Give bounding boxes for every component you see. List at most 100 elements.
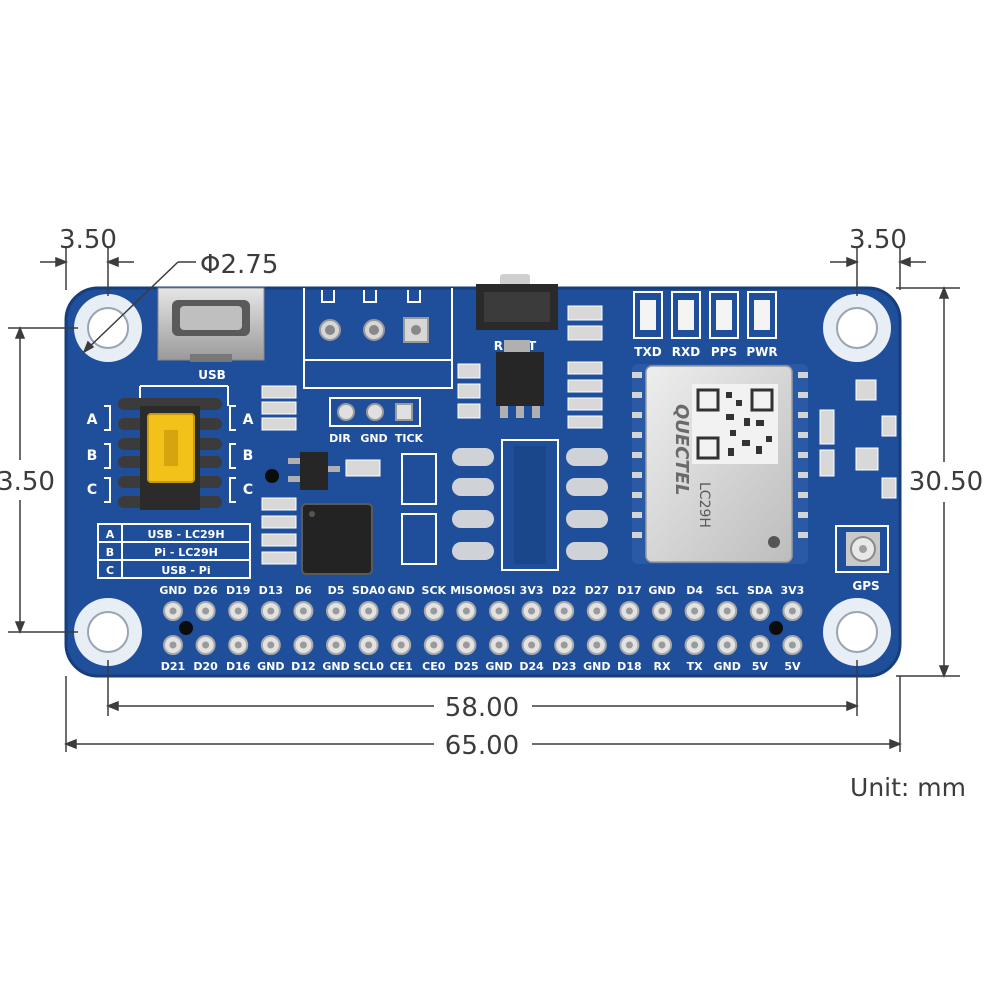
gpio-pin-hole [202, 641, 210, 649]
gpio-pin-hole [397, 641, 405, 649]
qr-code-icon [692, 384, 778, 464]
pin-label-top: 3V3 [780, 584, 804, 597]
micro-usb-connector [157, 287, 265, 362]
mounting-hole-top-right [823, 294, 891, 362]
gpio-pin-hole [788, 641, 796, 649]
led-label-txd: TXD [634, 345, 661, 359]
tick-header [329, 397, 421, 427]
tick-header-label-tick: TICK [395, 432, 424, 445]
pin-label-bottom: D20 [193, 660, 218, 673]
terminal-block-outline [303, 288, 453, 389]
rf-pads [452, 448, 608, 560]
jumper-right-b: B [243, 448, 254, 464]
gpio-pin-hole [723, 607, 731, 615]
gpio-pin-hole [560, 641, 568, 649]
jumper-table [97, 523, 251, 579]
pin-label-bottom: D21 [161, 660, 185, 673]
gpio-pin-hole [528, 607, 536, 615]
pin-label-bottom: D18 [617, 660, 641, 673]
dim-overall-width: 65.00 [445, 731, 519, 761]
pin-label-bottom: GND [583, 660, 610, 673]
led-label-rxd: RXD [672, 345, 700, 359]
jumper-table-value-b: Pi - LC29H [154, 546, 218, 559]
tick-header-label-dir: DIR [329, 432, 351, 445]
gpio-pin-hole [365, 641, 373, 649]
pin-label-top: D17 [617, 584, 641, 597]
soic-chips [401, 453, 437, 565]
pin-label-bottom: D16 [226, 660, 251, 673]
module-model: LC29H [696, 482, 712, 528]
fiducial-mark-left [179, 621, 193, 635]
pin-label-bottom: D24 [519, 660, 544, 673]
antenna-outline [501, 439, 559, 571]
pin-label-bottom: SCL0 [353, 660, 384, 673]
fiducial-mark-right [769, 621, 783, 635]
pin-label-top: D6 [295, 584, 312, 597]
dim-hole-diameter: Φ2.75 [200, 250, 278, 280]
gpio-pin-hole [625, 607, 633, 615]
gpio-pin-hole [430, 607, 438, 615]
jumper-left-b: B [87, 448, 98, 464]
pin-label-top: GND [159, 584, 186, 597]
pin-label-top: D22 [552, 584, 576, 597]
gpio-pin-hole [299, 641, 307, 649]
pin-label-bottom: TX [687, 660, 704, 673]
gpio-pin-hole [691, 641, 699, 649]
dim-left-vertical: 3.50 [0, 467, 55, 497]
pin-label-bottom: GND [257, 660, 284, 673]
pin-label-top: D26 [193, 584, 218, 597]
gpio-pin-hole [495, 607, 503, 615]
gpio-pin-hole [462, 607, 470, 615]
mounting-hole-bottom-right [823, 598, 891, 666]
dim-right-vertical: 30.50 [909, 467, 983, 497]
pin-label-top: MOSI [483, 584, 515, 597]
gpio-pin-hole [267, 641, 275, 649]
gpio-pin-hole [332, 607, 340, 615]
smd-components [261, 305, 897, 565]
jumper-table-key-a: A [106, 528, 115, 541]
gpio-pin-hole [495, 641, 503, 649]
pin-label-top: SDA0 [352, 584, 386, 597]
voltage-regulator [496, 340, 544, 418]
gpio-pin-hole [365, 607, 373, 615]
dim-hole-spacing: 58.00 [445, 693, 519, 723]
gnss-module: QUECTEL LC29H [632, 364, 808, 564]
status-leds [633, 291, 777, 339]
pin-label-top: D27 [585, 584, 609, 597]
gpio-pin-hole [625, 641, 633, 649]
gpio-pin-hole [430, 641, 438, 649]
gpio-pin-hole [332, 641, 340, 649]
mounting-hole-bottom-left [74, 598, 142, 666]
jumper-left-a: A [87, 412, 98, 428]
gpio-pin-hole [788, 607, 796, 615]
pin-label-bottom: D12 [291, 660, 315, 673]
jumper-header [104, 385, 236, 510]
reset-button[interactable] [476, 274, 558, 330]
gpio-pin-hole [397, 607, 405, 615]
usb-label: USB [198, 368, 226, 382]
gpio-pin-hole [202, 607, 210, 615]
pin-label-bottom: D25 [454, 660, 478, 673]
pin-label-top: D4 [686, 584, 703, 597]
gpio-pin-hole [169, 641, 177, 649]
jumper-table-key-b: B [106, 546, 114, 559]
fiducial-mark [265, 469, 279, 483]
pin-label-top: D5 [328, 584, 345, 597]
gpio-pin-hole [462, 641, 470, 649]
unit-label: Unit: mm [850, 773, 966, 802]
pin-label-top: SCL [716, 584, 739, 597]
gpio-pin-hole [299, 607, 307, 615]
jumper-left-c: C [87, 482, 97, 498]
gpio-pin-hole [691, 607, 699, 615]
tick-header-label-gnd: GND [360, 432, 387, 445]
dim-top-left: 3.50 [59, 225, 117, 255]
gpio-pin-hole [234, 641, 242, 649]
pin-label-top: D19 [226, 584, 250, 597]
gpio-pin-hole [169, 607, 177, 615]
gpio-pin-hole [593, 607, 601, 615]
gpio-pin-hole [267, 607, 275, 615]
gpio-pin-hole [723, 641, 731, 649]
pin-label-bottom: 5V [752, 660, 769, 673]
module-brand: QUECTEL [671, 404, 692, 495]
